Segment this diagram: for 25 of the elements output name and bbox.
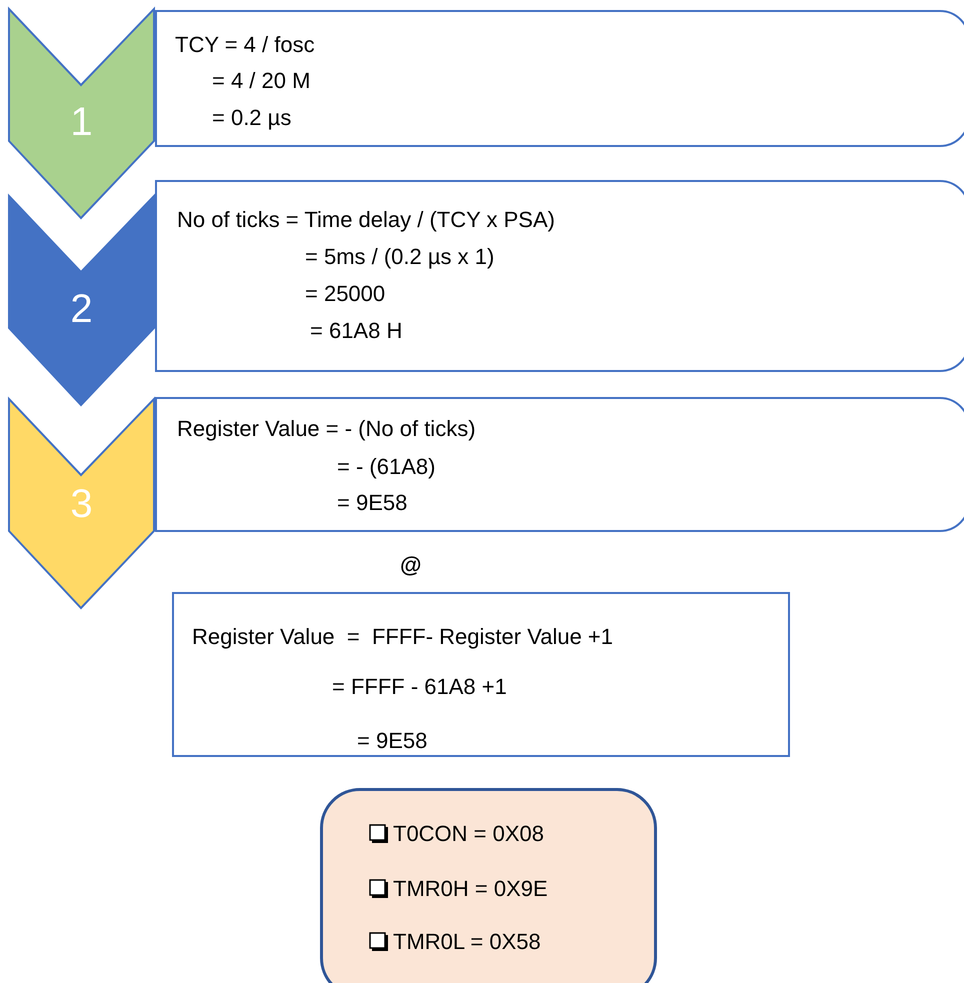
formula-box [172,592,790,757]
step-number: 3 [69,482,94,526]
formula-line: = FFFF - 61A8 +1 [332,674,507,700]
formula-panel [155,397,964,532]
register-setting: TMR0L = 0X58 [393,929,541,955]
formula-line: TCY = 4 / fosc [175,32,315,58]
formula-line: = 4 / 20 M [212,68,310,94]
formula-panel [155,180,964,372]
formula-line: = 9E58 [337,490,408,516]
step-number: 2 [69,287,94,331]
formula-line: = 0.2 µs [212,105,292,131]
formula-line: No of ticks = Time delay / (TCY x PSA) [177,207,555,233]
formula-line: = 61A8 H [310,318,402,344]
formula-line: Register Value = - (No of ticks) [177,416,476,442]
formula-line: Register Value = FFFF- Register Value +1 [192,624,614,650]
register-card [320,788,657,983]
formula-line: = 5ms / (0.2 µs x 1) [305,244,494,270]
register-setting: T0CON = 0X08 [393,821,544,847]
formula-line: = 9E58 [357,728,428,754]
formula-line: = - (61A8) [337,454,436,480]
register-setting: TMR0H = 0X9E [393,876,548,902]
formula-panel [155,10,964,147]
at-sign: @ [400,552,422,578]
formula-line: = 25000 [305,281,386,307]
step-number: 1 [69,100,94,144]
